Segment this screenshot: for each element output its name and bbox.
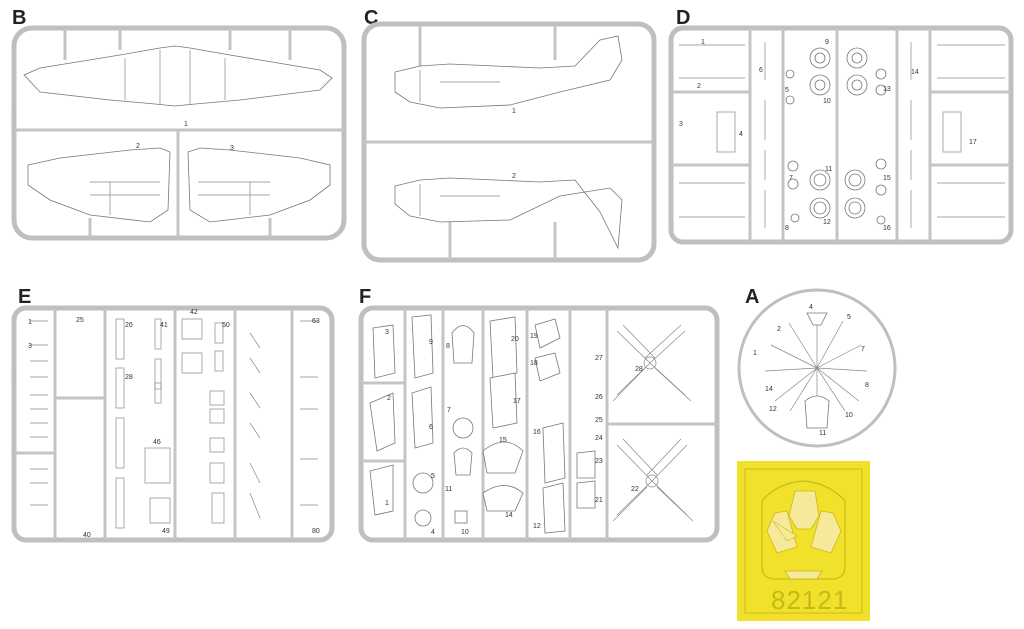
mask-shapes — [744, 468, 863, 614]
a-part-10: 10 — [845, 412, 853, 419]
d-part-3: 3 — [679, 121, 683, 128]
a-gates — [764, 313, 868, 412]
sprue-d-drawing: 1 2 3 4 5 6 7 8 9 10 11 12 13 14 15 16 1… — [668, 25, 1014, 245]
d-part-2: 2 — [697, 83, 701, 90]
f-part-10: 10 — [461, 529, 469, 536]
f-part-14: 14 — [505, 512, 513, 519]
f-part-17: 17 — [513, 398, 521, 405]
c-part-2: 2 — [512, 173, 516, 180]
f-part-8: 8 — [446, 343, 450, 350]
f-part-20: 20 — [511, 336, 519, 343]
d-part-15: 15 — [883, 175, 891, 182]
d-part-10: 10 — [823, 98, 831, 105]
e-label-41: 41 — [160, 322, 168, 329]
sprue-e-drawing: 1 3 25 26 28 41 42 50 63 46 49 40 80 — [11, 305, 335, 543]
f-part-23: 23 — [595, 458, 603, 465]
f-part-22: 22 — [631, 486, 639, 493]
e-label-63: 63 — [312, 318, 320, 325]
f-part-4: 4 — [431, 529, 435, 536]
d-part-4: 4 — [739, 131, 743, 138]
a-part-2: 2 — [777, 326, 781, 333]
f-part-27: 27 — [595, 355, 603, 362]
sprue-f-drawing: 3 2 1 9 6 5 4 8 7 11 10 20 17 15 14 19 1… — [358, 305, 720, 543]
sprue-letter-f: F — [359, 286, 372, 308]
f-part-24: 24 — [595, 435, 603, 442]
e-label-42: 42 — [190, 309, 198, 316]
d-part-17: 17 — [969, 139, 977, 146]
sprue-b: B 1 2 3 — [0, 0, 350, 250]
sprue-d: D — [665, 0, 1020, 250]
f-part-6: 6 — [429, 424, 433, 431]
sprue-f: F — [355, 283, 725, 545]
f-part-11: 11 — [445, 486, 452, 493]
d-part-9: 9 — [825, 39, 829, 46]
a-part-14: 14 — [765, 386, 773, 393]
e-label-80: 80 — [312, 528, 320, 535]
sprue-letter-e: E — [18, 286, 32, 308]
e-label-26: 26 — [125, 322, 133, 329]
d-part-12: 12 — [823, 219, 831, 226]
f-part-21: 21 — [595, 497, 603, 504]
f-part-9: 9 — [429, 339, 433, 346]
e-label-3: 3 — [28, 343, 32, 350]
f-part-26: 26 — [595, 394, 603, 401]
c-part-1: 1 — [512, 108, 516, 115]
f-part-7: 7 — [447, 407, 451, 414]
a-part-12: 12 — [769, 406, 777, 413]
d-part-13: 13 — [883, 86, 891, 93]
sprue-letter-b: B — [12, 7, 27, 29]
sprue-c-drawing: 1 2 — [361, 21, 657, 263]
f-part-15: 15 — [499, 437, 507, 444]
d-part-14: 14 — [911, 69, 919, 76]
f-part-5: 5 — [431, 473, 435, 480]
f-part-18: 18 — [530, 360, 538, 367]
d-part-6: 6 — [759, 67, 763, 74]
f-part-16: 16 — [533, 429, 541, 436]
d-part-16: 16 — [883, 225, 891, 232]
sprue-a: A 4 2 5 7 1 8 10 11 12 14 — [735, 283, 897, 453]
d-part-5: 5 — [785, 87, 789, 94]
e-label-49: 49 — [162, 528, 170, 535]
e-label-1: 1 — [28, 319, 32, 326]
sprue-a-drawing: 4 2 5 7 1 8 10 11 12 14 — [737, 288, 897, 448]
f-part-28: 28 — [635, 366, 643, 373]
sprue-c: C 1 2 — [360, 0, 660, 265]
b-part-1: 1 — [184, 121, 188, 128]
f-part-1: 1 — [385, 500, 389, 507]
f-part-3: 3 — [385, 329, 389, 336]
e-label-25: 25 — [76, 317, 84, 324]
a-part-8: 8 — [865, 382, 869, 389]
b-part-2: 2 — [136, 143, 140, 150]
sprue-e: E — [0, 283, 340, 545]
e-label-40: 40 — [83, 532, 91, 539]
e-label-46: 46 — [153, 439, 161, 446]
d-part-1: 1 — [701, 39, 705, 46]
a-part-5: 5 — [847, 314, 851, 321]
sprue-letter-d: D — [676, 7, 691, 29]
d-part-8: 8 — [785, 225, 789, 232]
a-part-7: 7 — [861, 346, 865, 353]
f-part-12: 12 — [533, 523, 541, 530]
a-part-1: 1 — [753, 350, 757, 357]
a-part-11: 11 — [819, 430, 826, 437]
f-part-19: 19 — [530, 333, 538, 340]
sprue-letter-a: A — [745, 286, 760, 308]
e-label-28: 28 — [125, 374, 133, 381]
a-part-4: 4 — [809, 304, 813, 311]
d-part-7: 7 — [789, 175, 793, 182]
mask-product-code: 82121 — [771, 585, 849, 615]
canopy-mask-sheet: 82121 — [737, 461, 870, 621]
e-label-50: 50 — [222, 322, 230, 329]
b-part-3: 3 — [230, 145, 234, 152]
d-part-11: 11 — [825, 166, 832, 173]
f-part-25: 25 — [595, 417, 603, 424]
sprue-b-drawing: 1 2 3 — [11, 25, 347, 241]
f-part-2: 2 — [387, 395, 391, 402]
